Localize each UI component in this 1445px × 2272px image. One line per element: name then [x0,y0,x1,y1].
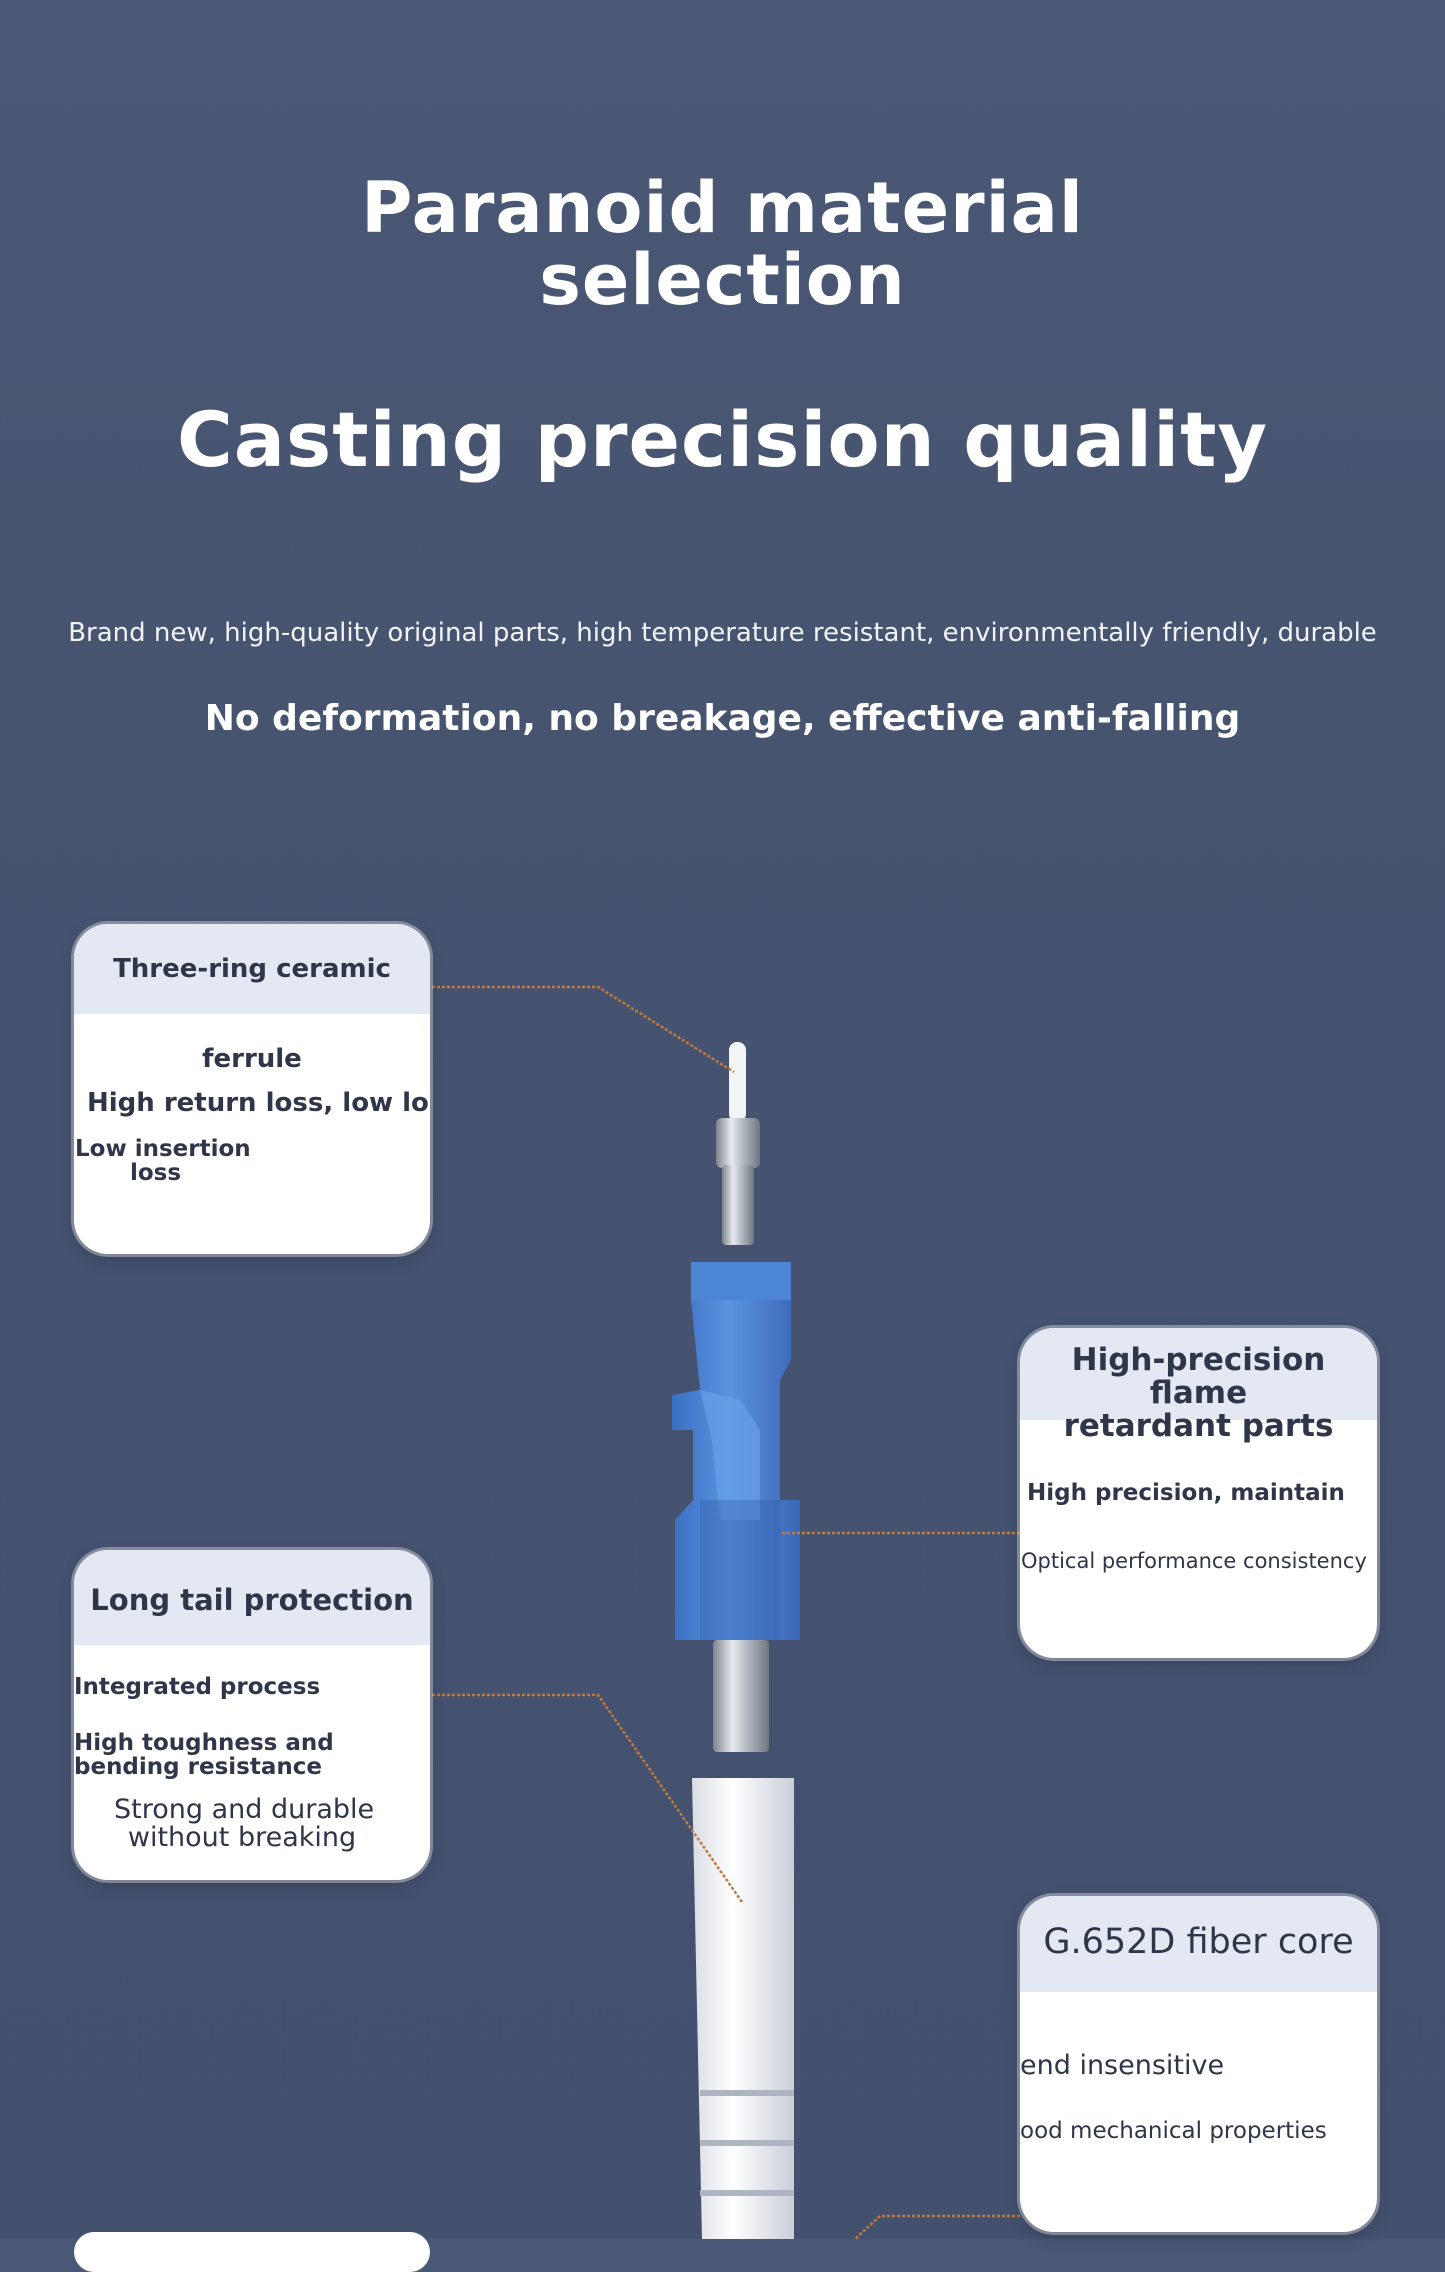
lc-connector-body [672,1262,800,1640]
flame-retardant-card: High-precision flame retardant parts Hig… [1020,1328,1377,1658]
ferrule-feature-1: High return loss, low loss [87,1088,430,1118]
subtitle: Brand new, high-quality original parts, … [68,618,1377,648]
flame-card-title: High-precision flame retardant parts [1020,1328,1377,1443]
ferrule-feature-2b: loss [130,1160,182,1186]
tail-feature-3a: Strong and durable [114,1794,375,1825]
fiber-card-title: G.652D fiber core [1020,1896,1377,1992]
flame-feature-1: High precision, maintain [1027,1480,1345,1506]
headline-line-2: selection [539,239,906,321]
leader-lines [432,985,1020,2239]
strain-relief-boot [692,1778,794,2239]
tail-feature-2b: bending resistance [74,1754,322,1780]
fiber-feature-2: ood mechanical properties [1020,2118,1327,2144]
tail-feature-2a: High toughness and [74,1730,334,1756]
ferrule-card: Three-ring ceramic ferrule High return l… [74,924,430,1254]
ferrule-feature-2a: Low insertion [75,1136,251,1162]
crimp-sleeve [713,1640,769,1752]
fiber-feature-1: end insensitive [1020,2050,1225,2081]
headline-line-1: Paranoid material [361,167,1084,249]
fiber-core-card: G.652D fiber core end insensitive ood me… [1020,1896,1377,2232]
headline-title: Paranoid material selection [0,172,1445,316]
next-card-partial [74,2232,430,2272]
ferrule-card-title: Three-ring ceramic ferrule [74,924,430,1074]
tail-card-title: Long tail protection [74,1550,430,1645]
flame-feature-2: Optical performance consistency [1021,1549,1367,1573]
ceramic-ferrule [716,1042,760,1245]
main-title: Casting precision quality [176,395,1268,484]
tagline: No deformation, no breakage, effective a… [204,698,1241,739]
tail-feature-1: Integrated process [74,1674,321,1700]
tail-protection-card: Long tail protection Integrated process … [74,1550,430,1880]
tail-feature-3b: without breaking [127,1822,357,1853]
flame-card-title-line-1: High-precision flame [1071,1342,1326,1411]
flame-card-title-line-2: retardant parts [1063,1408,1334,1444]
